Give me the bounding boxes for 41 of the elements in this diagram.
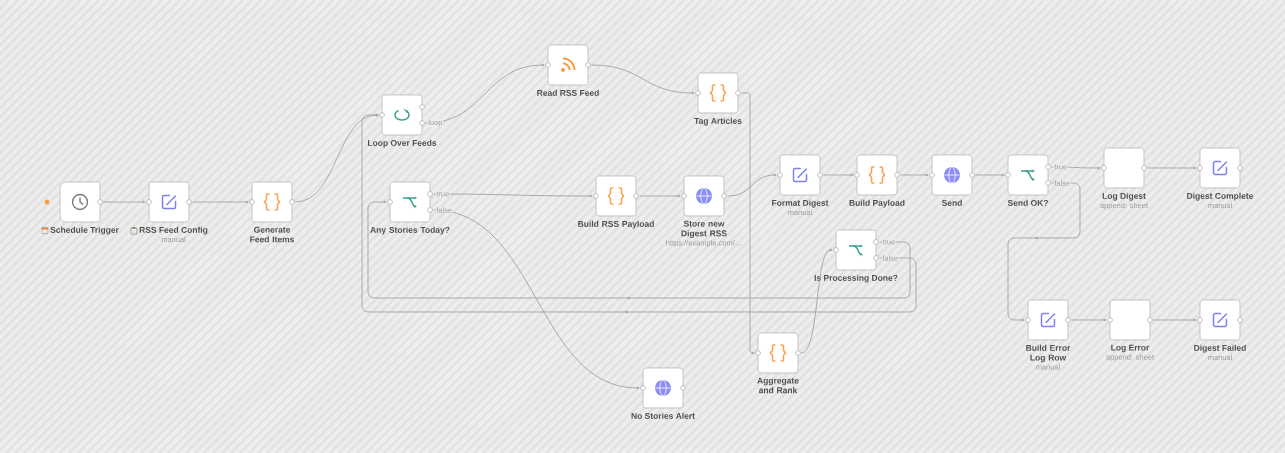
arrow bbox=[367, 200, 911, 300]
node-label: Store new Digest RSS bbox=[681, 220, 727, 239]
node-label: Aggregate and Rank bbox=[757, 377, 799, 394]
arrow bbox=[900, 173, 929, 177]
arrow bbox=[727, 173, 777, 197]
arrow bbox=[639, 194, 681, 198]
arrow bbox=[192, 200, 249, 204]
node-label: Generate Feed Items bbox=[250, 226, 294, 243]
arrow bbox=[425, 63, 545, 124]
arrow bbox=[823, 173, 854, 177]
arrow bbox=[1071, 318, 1107, 322]
node-label: Read RSS Feed bbox=[537, 89, 599, 96]
node-label: No Stories Alert bbox=[631, 412, 695, 419]
arrow bbox=[1051, 166, 1101, 170]
arrow bbox=[801, 248, 833, 354]
node-label: Tag Articles bbox=[694, 117, 742, 126]
node-label: Any Stories Today? bbox=[370, 226, 450, 235]
arrow bbox=[433, 193, 593, 198]
node-label: Schedule Trigger bbox=[50, 226, 119, 235]
node-label: Log Error bbox=[1111, 344, 1150, 353]
node-label: Log Digest bbox=[1102, 192, 1146, 201]
arrow bbox=[433, 209, 640, 390]
node-label: Build Payload bbox=[849, 199, 905, 208]
node-label: Is Processing Done? bbox=[814, 274, 898, 283]
node-label: Build Error Log Row bbox=[1026, 344, 1071, 363]
node-label: Digest Failed bbox=[1194, 344, 1246, 353]
arrow bbox=[1153, 318, 1197, 322]
arrow bbox=[1147, 166, 1197, 170]
node-label: Loop Over Feeds bbox=[368, 139, 437, 148]
arrow bbox=[975, 173, 1005, 177]
node-label: Format Digest bbox=[772, 199, 829, 208]
arrow bbox=[741, 92, 755, 355]
node-label: Build RSS Payload bbox=[578, 220, 654, 229]
node-label: Send OK? bbox=[1007, 199, 1048, 206]
node-label: Send bbox=[941, 199, 962, 206]
arrow bbox=[591, 64, 695, 95]
arrow bbox=[361, 113, 917, 314]
node-label: RSS Feed Config bbox=[139, 226, 208, 235]
arrow bbox=[102, 200, 146, 204]
node-label: Digest Complete bbox=[1187, 192, 1254, 201]
arrow bbox=[1007, 182, 1081, 322]
